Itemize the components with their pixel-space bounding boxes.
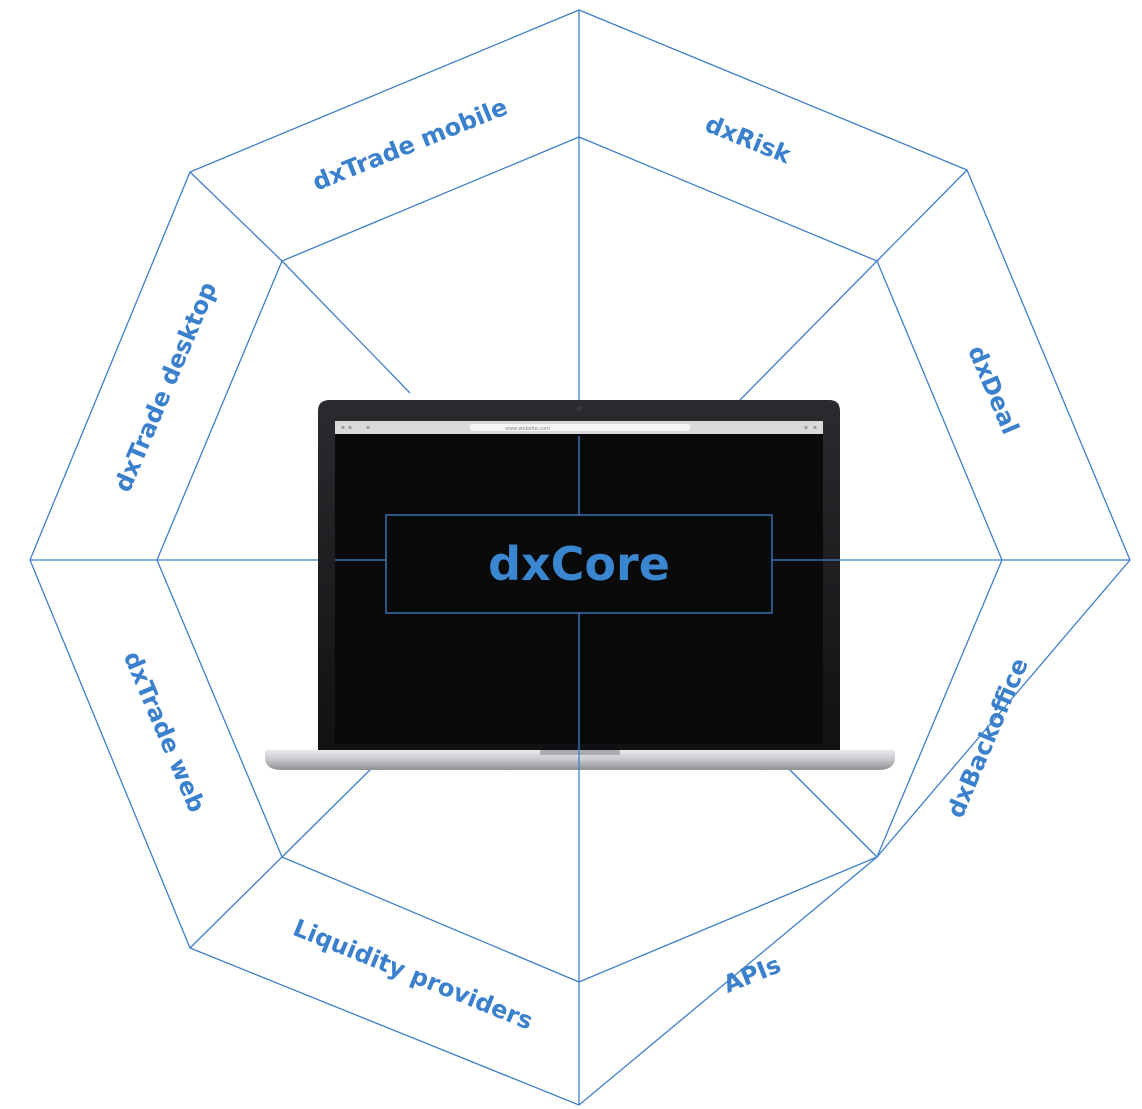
laptop-camera (576, 406, 582, 412)
browser-url: www.website.com (505, 426, 550, 432)
segment-label-dxrisk: dxRisk (701, 110, 796, 170)
browser-address-bar (470, 424, 690, 431)
segment-label-dxtrade-desktop: dxTrade desktop (109, 278, 223, 496)
core-box (385, 514, 773, 614)
segment-label-dxtrade-web: dxTrade web (118, 647, 211, 816)
laptop-notch (540, 750, 620, 755)
segment-label-dxtrade-mobile: dxTrade mobile (308, 93, 511, 197)
screen-spokes (335, 436, 840, 770)
ring-connectors (30, 10, 1130, 1105)
segment-label-dxdeal: dxDeal (962, 341, 1024, 438)
segment-label-dxbackoffice: dxBackoffice (941, 654, 1033, 822)
segment-label-apis: APIs (719, 950, 785, 998)
laptop-base (265, 750, 895, 770)
segment-label-liquidity-providers: Liquidity providers (289, 914, 537, 1036)
inner-spokes (157, 137, 1002, 982)
core-label: dxCore (488, 537, 670, 591)
